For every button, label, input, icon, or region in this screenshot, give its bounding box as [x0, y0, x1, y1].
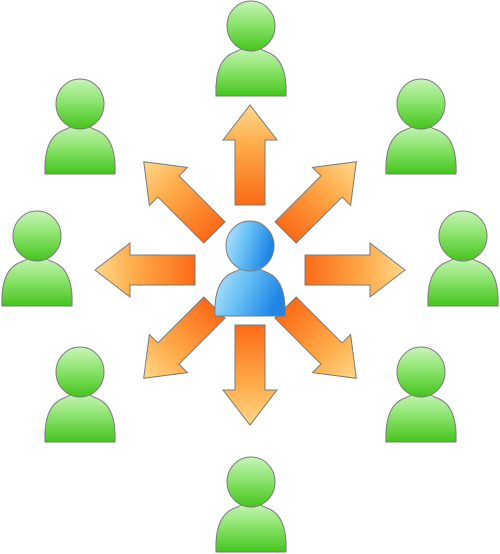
- person-top-head: [226, 0, 276, 52]
- arrow-up-left: [143, 161, 226, 244]
- arrows-layer: [94, 104, 406, 426]
- arrow-left: [94, 241, 196, 299]
- arrow-up: [221, 104, 279, 206]
- person-top-right: [385, 78, 457, 175]
- person-bottom-body: [215, 502, 287, 553]
- person-right-head: [438, 210, 488, 262]
- person-bottom-left: [44, 346, 116, 443]
- person-bottom-left-head: [55, 346, 105, 398]
- arrow-right: [304, 241, 406, 299]
- arrow-down-left: [143, 296, 226, 379]
- person-top-left: [44, 78, 116, 175]
- person-bottom-left-body: [44, 392, 116, 443]
- arrow-down: [221, 324, 279, 426]
- person-right-body: [427, 256, 499, 307]
- person-top-right-head: [396, 78, 446, 130]
- person-top-left-head: [55, 78, 105, 130]
- person-left: [1, 210, 73, 307]
- person-bottom-head: [226, 456, 276, 508]
- center-person-body: [214, 266, 286, 317]
- arrow-up-right: [274, 161, 357, 244]
- person-bottom-right: [385, 346, 457, 443]
- person-top-right-body: [385, 124, 457, 175]
- person-top: [215, 0, 287, 97]
- person-bottom-right-body: [385, 392, 457, 443]
- center-person-head: [225, 220, 275, 272]
- person-bottom: [215, 456, 287, 553]
- person-bottom-right-head: [396, 346, 446, 398]
- person-top-body: [215, 46, 287, 97]
- arrow-down-right: [274, 296, 357, 379]
- person-top-left-body: [44, 124, 116, 175]
- person-left-body: [1, 256, 73, 307]
- person-right: [427, 210, 499, 307]
- center-person: [214, 220, 286, 317]
- person-left-head: [12, 210, 62, 262]
